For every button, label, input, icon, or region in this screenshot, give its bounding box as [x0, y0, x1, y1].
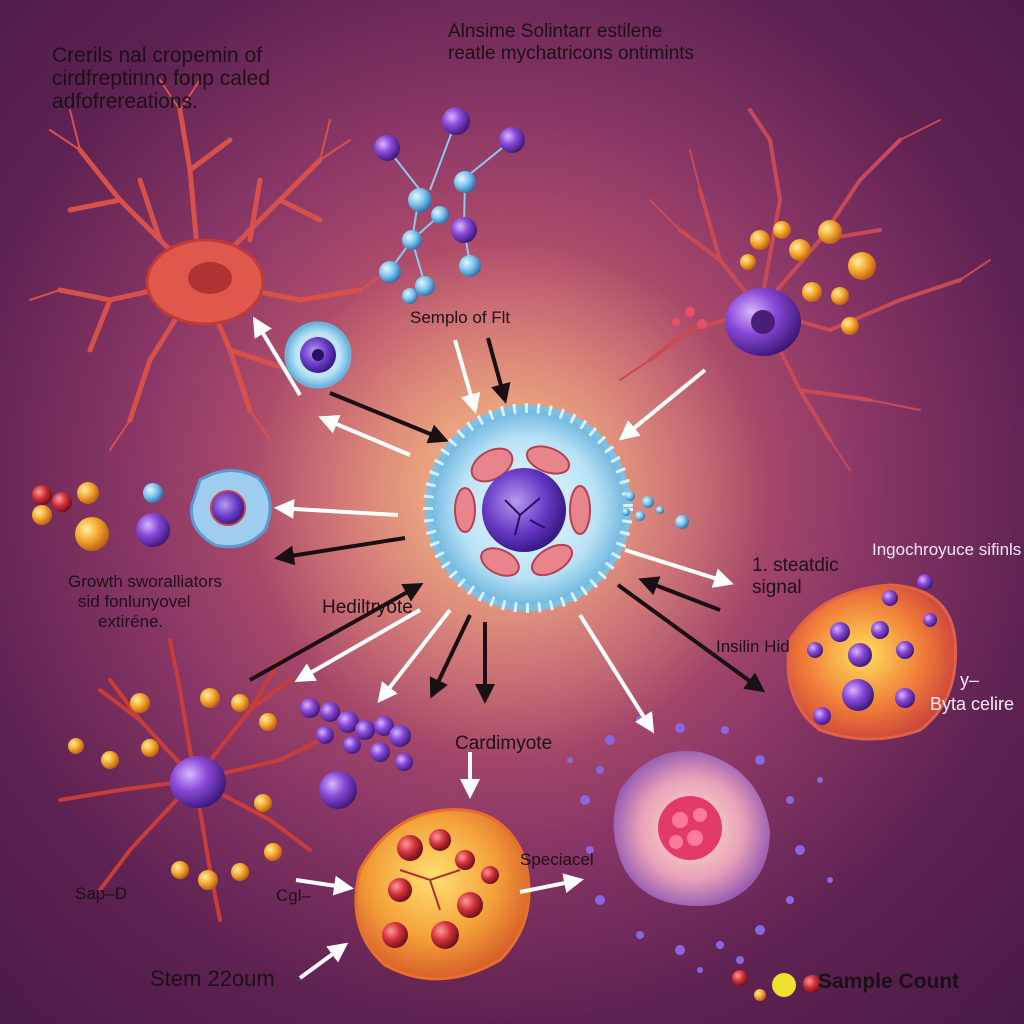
label-sample-count: Sample Count	[818, 970, 960, 993]
vesicle-cluster-top-right	[672, 220, 876, 335]
purple-dots-bottom-right	[567, 716, 833, 973]
label-growth-line2: sid fonlunyovel	[78, 592, 191, 611]
caption-top-left-line3: adfofrereations.	[52, 90, 198, 113]
label-sample-top: Semplo of Flt	[410, 308, 511, 327]
label-beta-prefix: y–	[960, 670, 980, 690]
purple-cell-bottom-left	[170, 756, 226, 808]
caption-top-center-line2: reatle mychatricons ontimints	[448, 43, 695, 64]
beta-cell	[786, 574, 958, 741]
central-stem-cell	[423, 403, 633, 613]
arrows-dark	[249, 337, 766, 704]
label-growth-line1: Growth sworalliators	[68, 572, 222, 591]
label-insulin: Insilin Hid	[716, 637, 790, 656]
label-stem: Stem 22oum	[150, 966, 275, 991]
label-right-top: Ingochroyuce sifinls	[872, 540, 1022, 559]
label-center-cell: Hediltryote	[322, 597, 413, 618]
vesicle-cluster-left	[32, 482, 170, 551]
label-cgl: Cgl–	[276, 886, 311, 905]
label-growth-line3: extiréne.	[98, 612, 164, 631]
small-molecules-right	[622, 491, 689, 529]
caption-top-left-line2: cirdfreptiпno fonp caled	[52, 67, 270, 90]
arrows-white	[252, 316, 734, 980]
label-signal-line2: signal	[752, 577, 802, 598]
neuron-top-left	[29, 79, 391, 451]
color-dots-bottom	[732, 970, 821, 1001]
label-sap: Sap–D	[75, 884, 127, 903]
neuron-bottom-left	[58, 638, 322, 922]
purple-chain	[300, 698, 413, 809]
label-beta: Byta celire	[930, 694, 1015, 714]
label-speciacel: Speciacel	[520, 850, 594, 869]
neuron-top-right	[619, 108, 991, 471]
molecule-cluster-top	[374, 107, 525, 304]
cardiomyocyte-cell	[354, 808, 531, 981]
label-signal-line1: 1. steatdic	[752, 555, 839, 576]
specialized-cell-bottom-right	[613, 751, 770, 906]
caption-top-center-line1: Alnsime Solintarr estilene	[448, 21, 663, 42]
blue-cell-left	[189, 468, 272, 549]
caption-top-left-line1: Crerils nal cropemin of	[52, 44, 263, 67]
vesicle-cluster-bottom-left	[68, 688, 282, 890]
purple-cell-top-right	[725, 288, 801, 356]
label-cardimyote: Cardimyote	[455, 733, 553, 754]
stem-cell-small	[284, 321, 352, 389]
